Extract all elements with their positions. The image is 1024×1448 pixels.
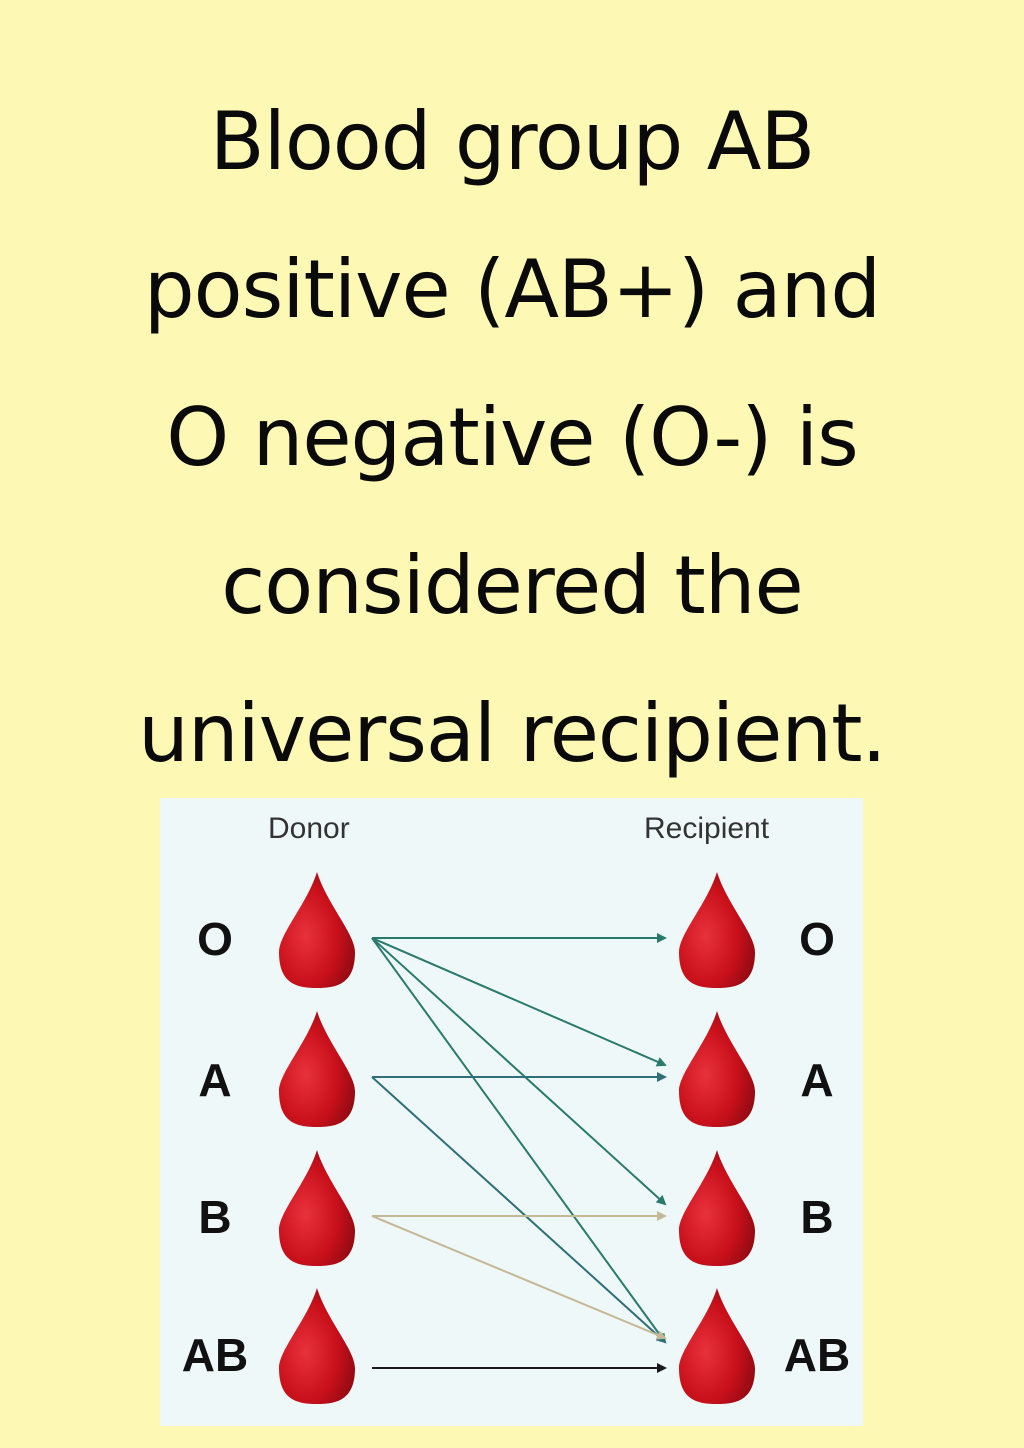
donor-drop-a-icon bbox=[279, 1011, 355, 1127]
donor-label-a: A bbox=[198, 1054, 232, 1106]
arrow-o-to-ab bbox=[371, 937, 667, 1344]
recipient-label-ab: AB bbox=[783, 1329, 851, 1381]
donor-drop-ab-icon bbox=[279, 1288, 355, 1404]
heading-line: Blood group AB bbox=[209, 95, 816, 188]
heading-line: O negative (O-) is bbox=[166, 391, 859, 484]
recipient-label-b: B bbox=[800, 1191, 834, 1243]
recipient-title: Recipient bbox=[644, 812, 770, 845]
compatibility-arrows bbox=[279, 872, 755, 1404]
donor-title: Donor bbox=[268, 812, 350, 845]
heading-line: positive (AB+) and bbox=[143, 243, 881, 336]
recipient-label-o: O bbox=[799, 913, 835, 965]
arrow-o-to-b bbox=[371, 937, 667, 1206]
recipient-label-a: A bbox=[800, 1054, 834, 1106]
recipient-drop-b-icon bbox=[679, 1150, 755, 1266]
recipient-drop-ab-icon bbox=[679, 1288, 755, 1404]
arrow-o-to-a bbox=[371, 937, 667, 1067]
donor-label-ab: AB bbox=[181, 1329, 249, 1381]
page-heading: Blood group AB positive (AB+) and O nega… bbox=[40, 68, 984, 808]
heading-line: universal recipient. bbox=[138, 687, 887, 780]
recipient-drop-o-icon bbox=[679, 872, 755, 988]
donor-drop-o-icon bbox=[279, 872, 355, 988]
recipient-drop-a-icon bbox=[679, 1011, 755, 1127]
donor-label-b: B bbox=[198, 1191, 232, 1243]
heading-line: considered the bbox=[221, 539, 803, 632]
donor-label-o: O bbox=[197, 913, 233, 965]
donor-drop-b-icon bbox=[279, 1150, 355, 1266]
arrow-a-to-ab bbox=[371, 1076, 667, 1344]
compatibility-diagram bbox=[160, 798, 863, 1426]
arrow-b-to-ab bbox=[371, 1215, 667, 1340]
